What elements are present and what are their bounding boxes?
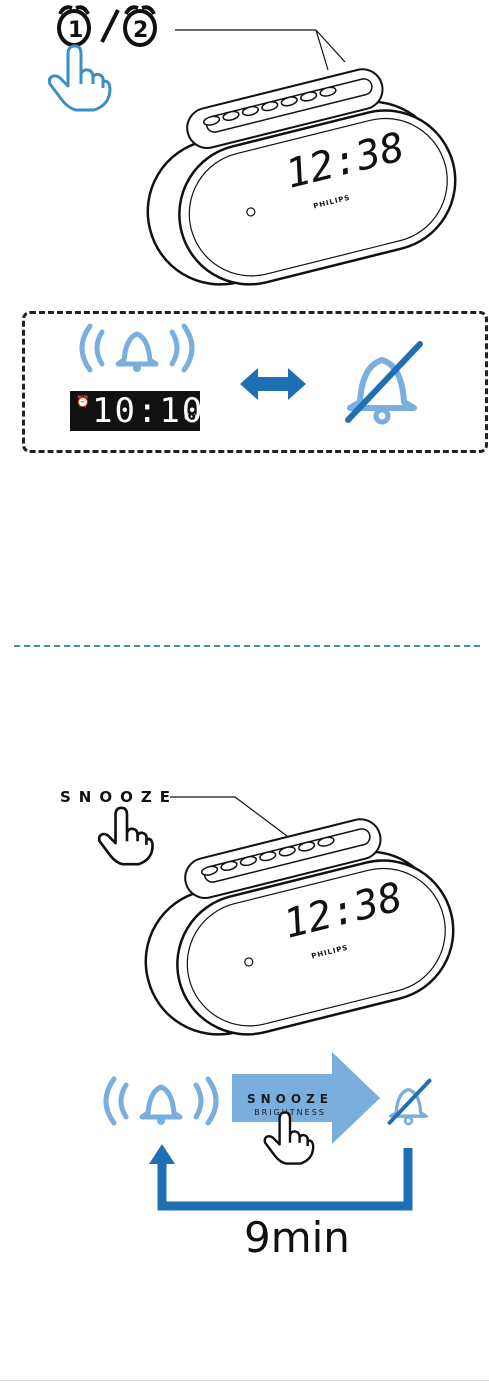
alarm-toggle-panel — [22, 311, 488, 453]
hand-press-icon-bottom — [96, 806, 158, 866]
radio-wave-icon: ((•)) — [184, 413, 200, 421]
alarm-toggle-illustration: 1 2 — [0, 0, 489, 300]
alarm-off-icon — [338, 340, 428, 425]
return-arrow-icon — [146, 1140, 422, 1220]
clock-radio-drawing-bottom: 12:38 PHILIPS — [128, 800, 458, 1040]
svg-text:2: 2 — [133, 18, 148, 43]
forward-arrow-shape — [232, 1052, 382, 1144]
page-bottom-rule — [0, 1380, 489, 1381]
double-arrow-icon — [238, 364, 308, 404]
alarm-ringing-icon-bottom — [96, 1070, 226, 1132]
alarm-display: ⏰ 10:10 ((•)) — [70, 391, 202, 431]
duration-label: 9min — [244, 1213, 350, 1262]
alarm-small-icon: ⏰ — [76, 395, 90, 408]
section-divider — [14, 645, 480, 647]
hand-press-icon — [46, 44, 116, 112]
alarm-display-time: 10:10 — [92, 391, 205, 431]
alarm-ringing-icon — [72, 318, 202, 378]
alarm-off-icon-bottom — [384, 1078, 434, 1126]
clock-radio-drawing: 12:38 PHILIPS — [130, 50, 460, 290]
hand-press-icon-button — [262, 1110, 318, 1166]
button-label-line1: SNOOZE — [247, 1092, 333, 1106]
snooze-leader-line — [170, 796, 288, 837]
svg-text:1: 1 — [68, 18, 83, 43]
snooze-caption: SNOOZE — [60, 788, 178, 806]
leader-lines — [175, 29, 346, 71]
